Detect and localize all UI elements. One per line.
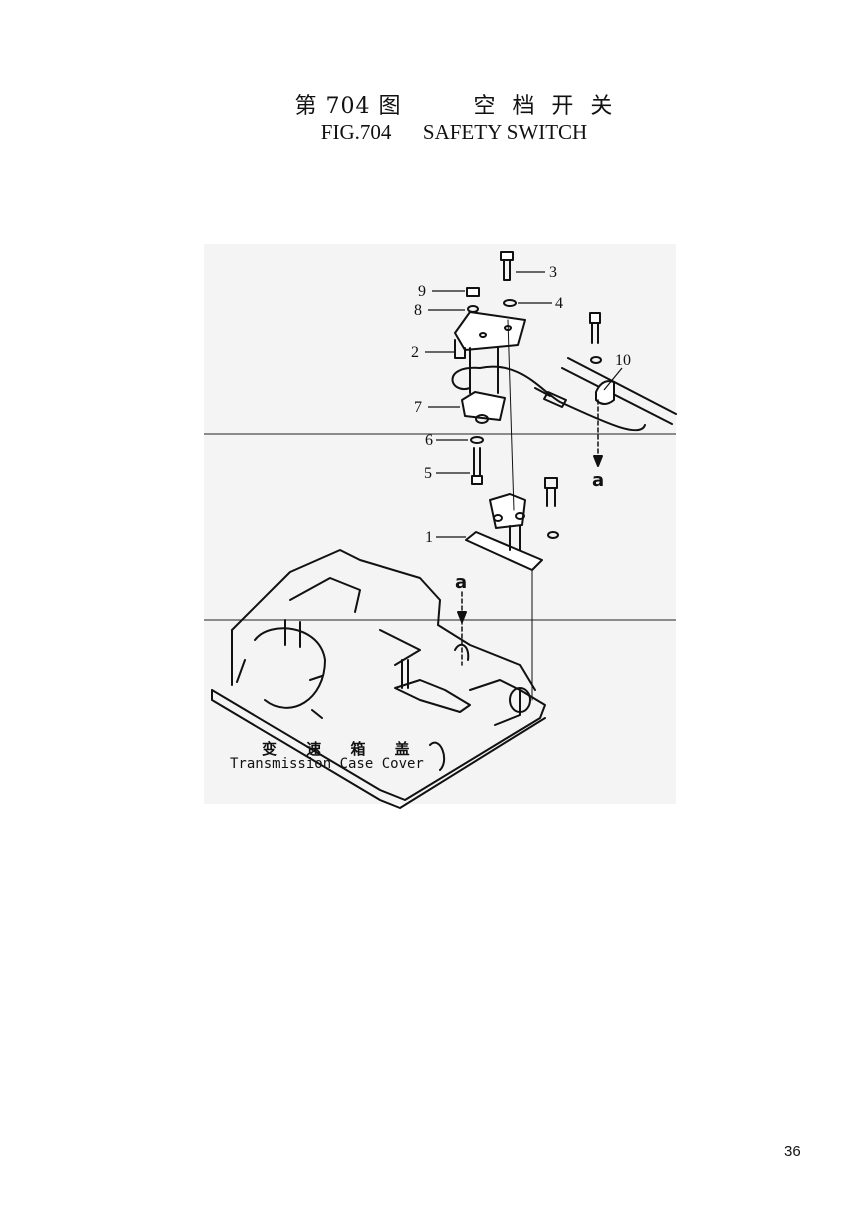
bolt-part-3: [500, 251, 514, 281]
part-label-8: 8: [414, 302, 422, 319]
part-label-3: 3: [549, 264, 557, 281]
leader-lines: [425, 271, 623, 538]
page-title-en: FIG.704 SAFETY SWITCH: [320, 120, 588, 144]
mount-plate-part-1: [465, 477, 559, 571]
diagram-background: [204, 244, 676, 804]
part-label-1: 1: [425, 529, 433, 546]
bolt-part-5: [471, 447, 483, 485]
page-number: 36: [784, 1143, 801, 1160]
view-marker-a-top: a: [592, 470, 604, 491]
clamp-part-10: [561, 312, 677, 425]
view-marker-a-bottom: a: [455, 572, 467, 593]
part-label-5: 5: [424, 465, 432, 482]
guide-line: [507, 319, 533, 701]
washer-part-6: [470, 436, 484, 444]
nut-part-9: [466, 287, 480, 297]
wire-harness: [451, 365, 646, 432]
transmission-case-cover: [211, 549, 546, 809]
bracket-part-2: [454, 311, 526, 359]
part-label-group: 3 4 9 8 2 7 6 5 1 10: [411, 264, 631, 546]
page-title-cn: 第 704 图 空 档 开 关: [294, 94, 614, 119]
switch-part-7: [461, 347, 506, 424]
part-label-2: 2: [411, 344, 419, 361]
caption-en: Transmission Case Cover: [230, 756, 424, 772]
caption-cn: 变 速 箱 盖: [262, 740, 422, 758]
connector: [534, 387, 567, 408]
part-label-6: 6: [425, 432, 433, 449]
part-label-7: 7: [414, 399, 422, 416]
part-label-4: 4: [555, 295, 563, 312]
washer-part-4: [503, 299, 517, 307]
part-label-10: 10: [615, 352, 631, 369]
part-label-9: 9: [418, 283, 426, 300]
